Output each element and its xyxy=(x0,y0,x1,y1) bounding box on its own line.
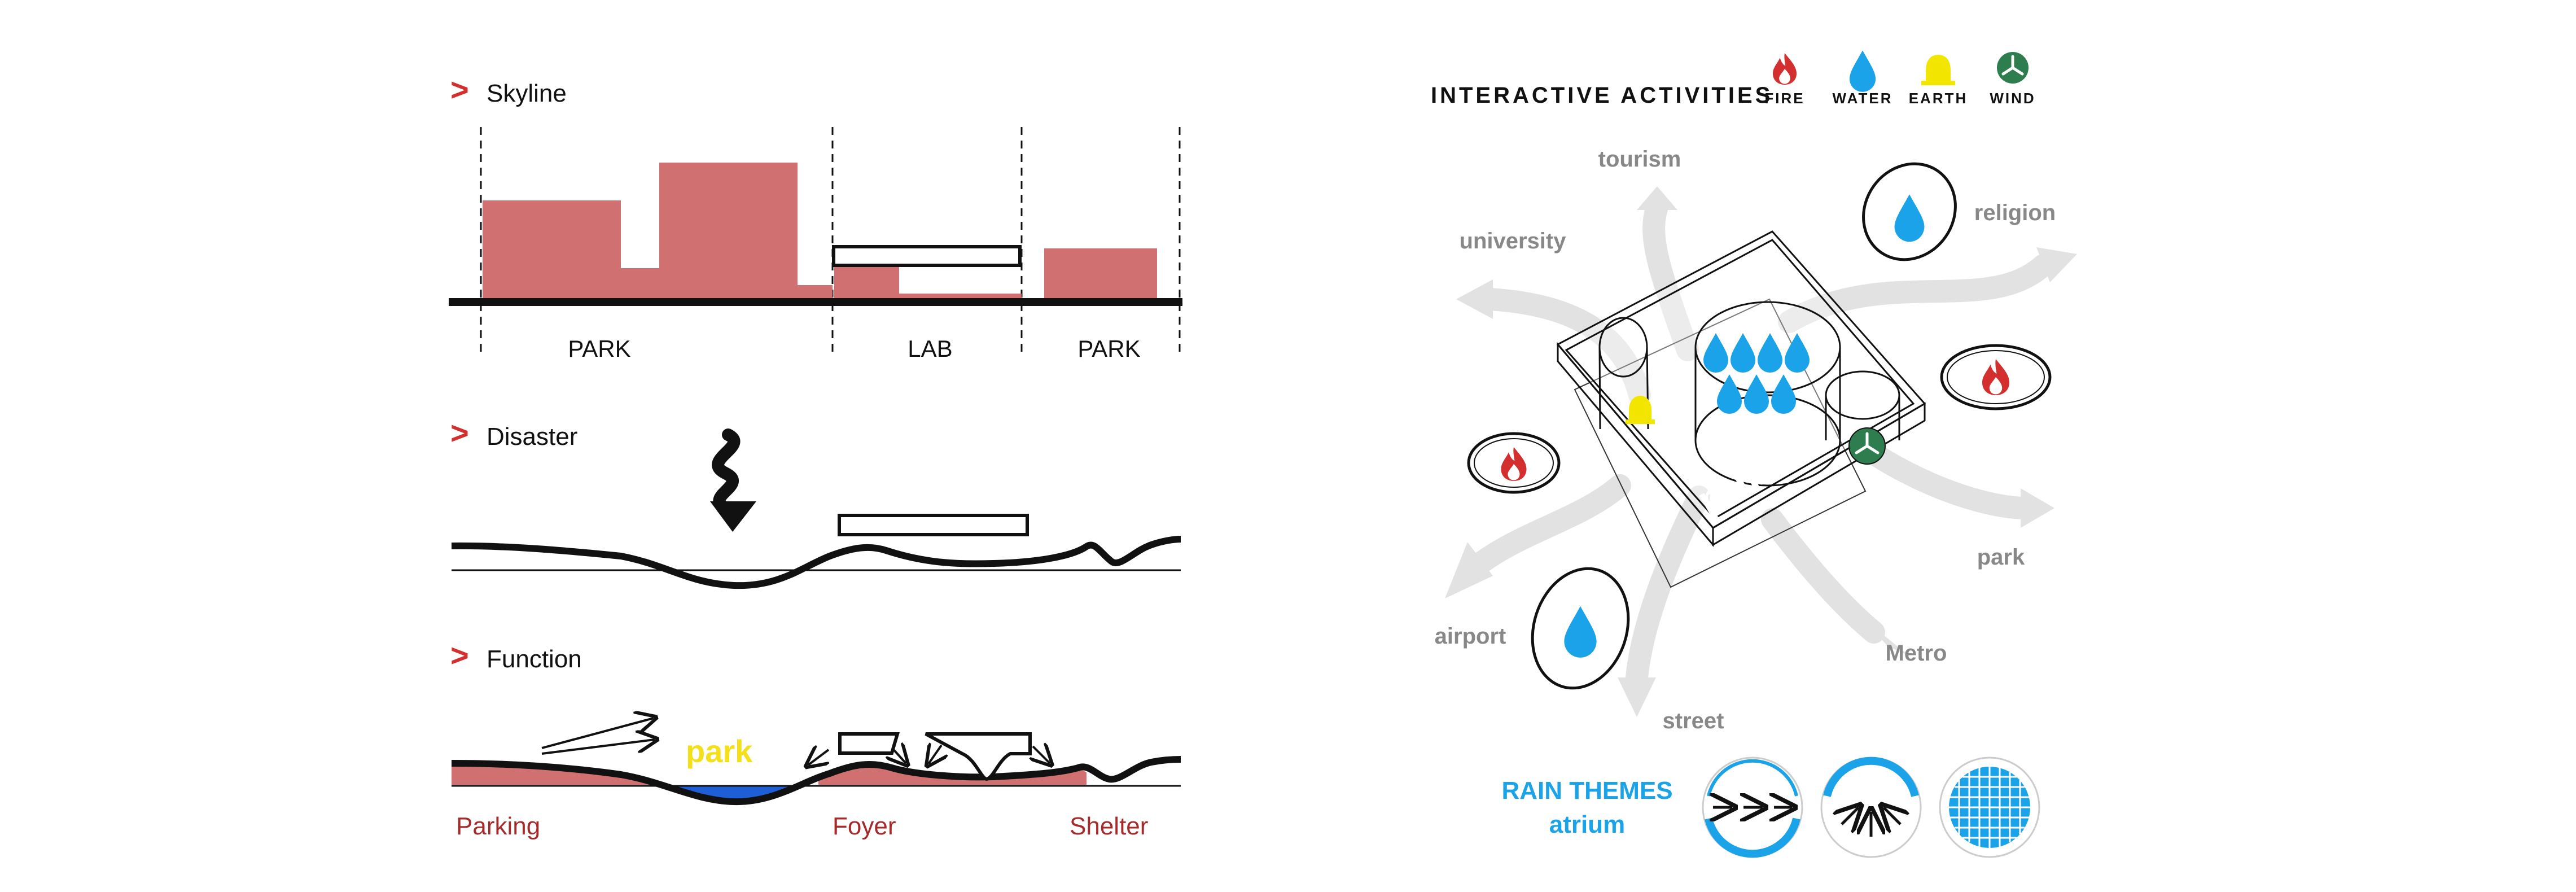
flow-paths xyxy=(1467,198,2054,689)
legend-fire-label: FIRE xyxy=(1764,90,1804,107)
dest-tourism: tourism xyxy=(1598,147,1681,172)
dest-park: park xyxy=(1977,545,2025,570)
skyline-blocks xyxy=(483,163,1157,302)
shelter-canopy xyxy=(925,732,1032,781)
disaster-marker: > xyxy=(450,415,469,451)
fire-icon xyxy=(1773,53,1797,85)
skyline-title: Skyline xyxy=(487,80,567,107)
lab-bar xyxy=(832,245,1022,267)
legend-wind-label: WIND xyxy=(1990,90,2035,107)
function-label-foyer: Foyer xyxy=(833,812,896,840)
skyline-section: > Skyline PARK LAB PARK xyxy=(449,72,1182,362)
dest-street: street xyxy=(1663,709,1724,733)
rain-themes-section: RAIN THEMES atrium xyxy=(1501,757,2040,858)
lightning-arrow xyxy=(712,428,741,517)
rain-theme-flow-icon xyxy=(1702,757,1803,858)
earth-bell-icon xyxy=(1626,396,1655,424)
legend-water-label: WATER xyxy=(1833,90,1893,107)
rain-theme-grid-icon xyxy=(1939,757,2040,858)
disaster-title: Disaster xyxy=(487,423,577,451)
rain-title: RAIN THEMES xyxy=(1501,777,1672,804)
function-park-label: park xyxy=(686,733,753,769)
zone-lab: LAB xyxy=(908,335,952,362)
parking-fill xyxy=(452,762,655,785)
satellite-fire-left xyxy=(1467,432,1561,494)
zone-park-right: PARK xyxy=(1077,335,1140,362)
dest-metro: Metro xyxy=(1886,641,1947,666)
zone-park-left: PARK xyxy=(568,335,630,362)
water-drop-icon xyxy=(1849,50,1876,92)
disaster-section: > Disaster xyxy=(450,415,1181,589)
legend-earth-label: EARTH xyxy=(1909,90,1968,107)
wind-turbine-icon xyxy=(1848,427,1886,465)
dest-university: university xyxy=(1460,229,1567,253)
legend: FIRE WATER EARTH WIND xyxy=(1764,50,2035,107)
function-label-shelter: Shelter xyxy=(1070,812,1148,840)
earth-bell-icon xyxy=(1921,55,1955,85)
dest-religion: religion xyxy=(1974,200,2056,225)
disaster-arrowhead xyxy=(710,501,756,532)
satellite-fire-right xyxy=(1940,344,2052,410)
flow-arrowheads xyxy=(1445,186,2077,717)
satellite-water-bottom xyxy=(1531,567,1630,690)
public-platform xyxy=(1556,230,1926,588)
rain-subtitle: atrium xyxy=(1549,811,1625,838)
interactive-title: INTERACTIVE ACTIVITIES xyxy=(1431,83,1773,108)
dest-airport: airport xyxy=(1435,624,1506,649)
wind-turbine-icon xyxy=(1997,52,2029,84)
function-title: Function xyxy=(487,645,582,673)
satellite-water-top xyxy=(1862,162,1957,261)
interactive-section: INTERACTIVE ACTIVITIES FIRE WATER EARTH … xyxy=(1431,50,2077,733)
skyline-marker: > xyxy=(450,72,469,107)
foyer-canopy xyxy=(838,732,900,755)
function-marker: > xyxy=(450,637,469,673)
disaster-terrain xyxy=(451,536,1181,589)
rain-theme-converge-icon xyxy=(1820,757,1922,858)
flow-arrows xyxy=(541,718,1050,765)
disaster-lab-bar xyxy=(838,514,1029,536)
skyline-dividers xyxy=(480,127,1181,353)
function-section: > Function park Parking Foyer Shelter xyxy=(450,637,1181,840)
function-label-parking: Parking xyxy=(456,812,540,840)
